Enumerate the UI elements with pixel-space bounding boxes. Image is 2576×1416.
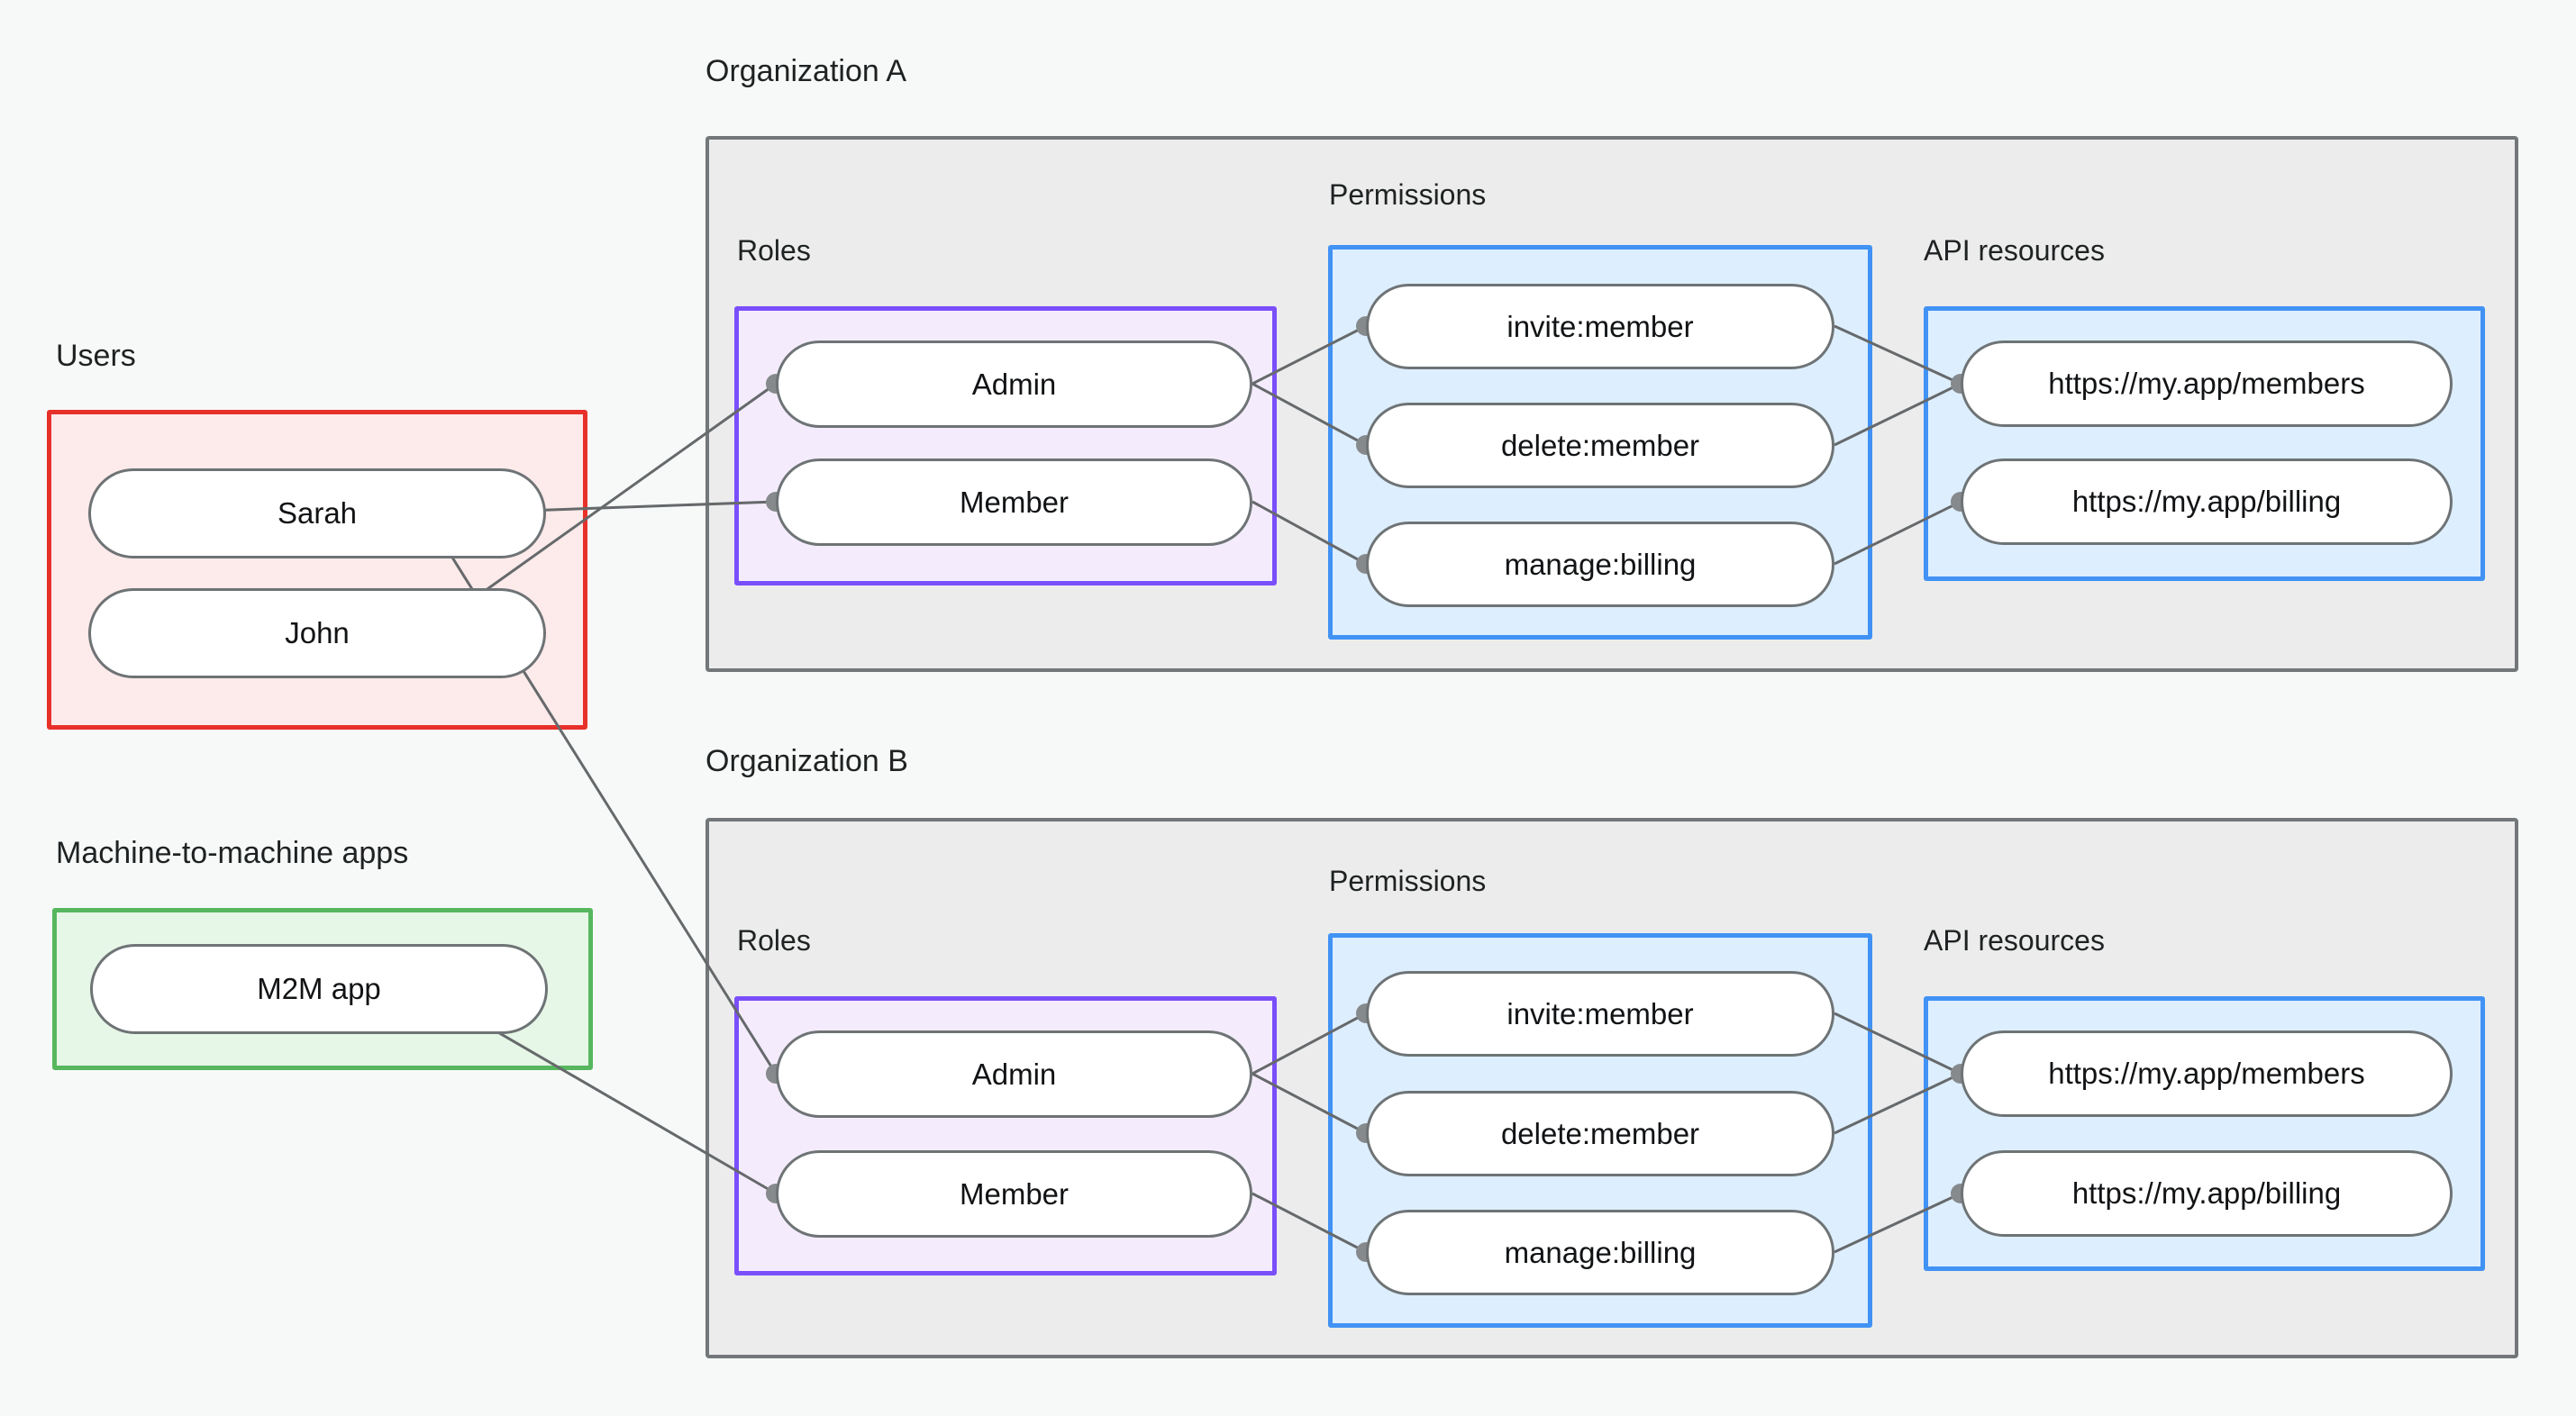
org-a-api-resource-members[interactable]: https://my.app/members — [1961, 340, 2453, 427]
user-node-john[interactable]: John — [88, 588, 546, 678]
org-b-roles-label: Roles — [737, 924, 811, 957]
user-node-sarah[interactable]: Sarah — [88, 468, 546, 558]
org-b-permission-manage-billing[interactable]: manage:billing — [1366, 1210, 1834, 1295]
org-a-api-resources-label: API resources — [1924, 234, 2105, 267]
org-b-role-member[interactable]: Member — [776, 1150, 1252, 1238]
org-a-label: Organization A — [705, 54, 907, 88]
org-a-permission-invite-member[interactable]: invite:member — [1366, 284, 1834, 369]
org-a-api-resource-billing[interactable]: https://my.app/billing — [1961, 458, 2453, 545]
org-a-roles-label: Roles — [737, 234, 811, 267]
org-a-permission-manage-billing[interactable]: manage:billing — [1366, 522, 1834, 607]
org-b-api-resource-billing[interactable]: https://my.app/billing — [1961, 1150, 2453, 1237]
m2m-group-label: Machine-to-machine apps — [56, 836, 409, 870]
users-group-label: Users — [56, 339, 136, 373]
org-b-role-admin[interactable]: Admin — [776, 1030, 1252, 1118]
org-b-permission-invite-member[interactable]: invite:member — [1366, 971, 1834, 1057]
org-a-role-admin[interactable]: Admin — [776, 340, 1252, 428]
org-b-label: Organization B — [705, 744, 908, 778]
m2m-node-app[interactable]: M2M app — [90, 944, 548, 1034]
org-b-api-resource-members[interactable]: https://my.app/members — [1961, 1030, 2453, 1117]
org-b-api-resources-label: API resources — [1924, 924, 2105, 957]
org-b-permissions-label: Permissions — [1329, 865, 1487, 897]
org-a-permissions-label: Permissions — [1329, 178, 1487, 211]
org-b-permission-delete-member[interactable]: delete:member — [1366, 1091, 1834, 1176]
users-container — [47, 410, 587, 730]
org-a-permission-delete-member[interactable]: delete:member — [1366, 403, 1834, 488]
org-a-role-member[interactable]: Member — [776, 458, 1252, 546]
